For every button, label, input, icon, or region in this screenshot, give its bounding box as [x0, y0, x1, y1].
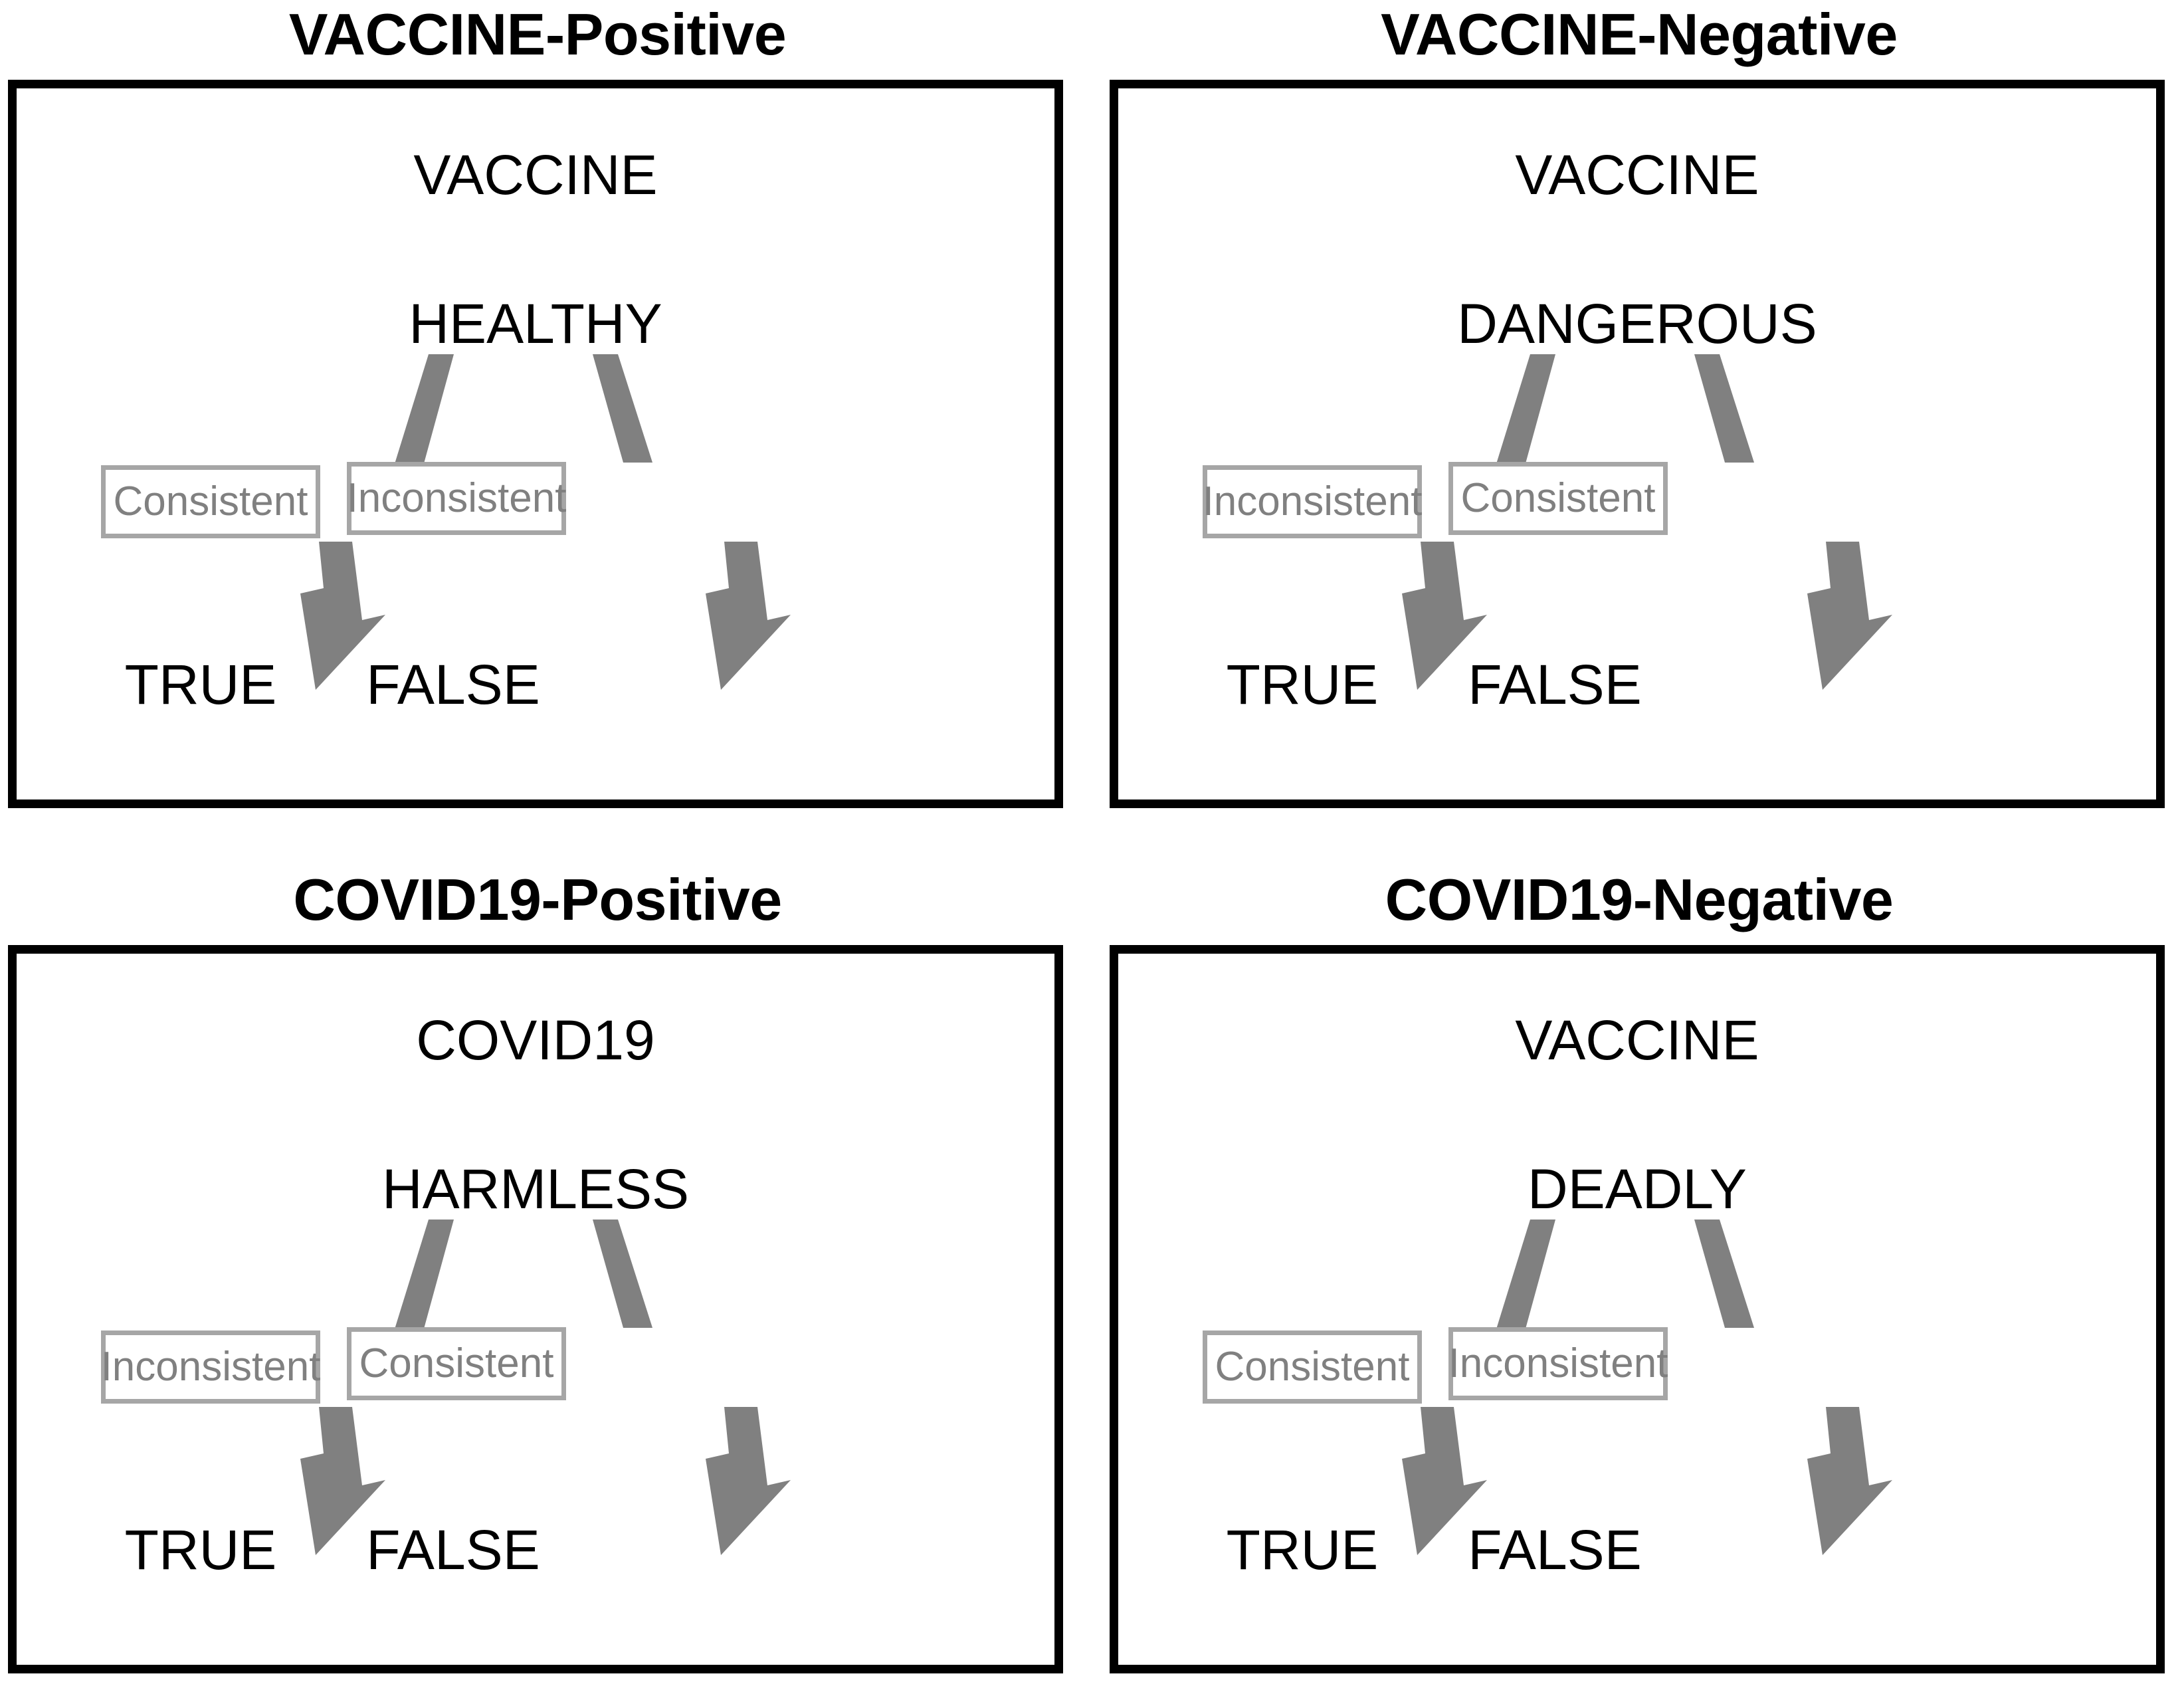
panel-title: VACCINE-Positive: [288, 1, 787, 67]
panel-inner: VACCINE DEADLY Consistent Inconsistent T…: [1118, 954, 2156, 1665]
verdict-box-right: Consistent: [347, 1327, 566, 1400]
outcome-label-right: FALSE: [1468, 1519, 1642, 1581]
verdict-box-left: Consistent: [1203, 1330, 1422, 1404]
attribute-label: HARMLESS: [381, 1158, 690, 1220]
panel-title: COVID19-Negative: [1385, 867, 1894, 932]
verdict-box-left-label: Inconsistent: [1202, 479, 1423, 524]
outcome-label-right: FALSE: [1468, 653, 1642, 716]
verdict-box-left: Consistent: [101, 465, 320, 538]
verdict-box-right-label: Consistent: [1460, 475, 1656, 521]
panel-title: VACCINE-Negative: [1381, 1, 1898, 67]
panel-inner: VACCINE DANGEROUS Inconsistent Consisten…: [1118, 88, 2156, 799]
verdict-box-right-label: Consistent: [359, 1340, 554, 1386]
attribute-label: HEALTHY: [409, 292, 662, 355]
panel-frame: VACCINE DEADLY Consistent Inconsistent T…: [1110, 945, 2165, 1673]
outcome-label-left: TRUE: [124, 653, 277, 716]
panel-vaccine-positive: VACCINE-Positive VACCINE HEALTHY Consist…: [0, 0, 1075, 824]
panel-inner: COVID19 HARMLESS Inconsistent Consistent…: [17, 954, 1054, 1665]
panel-covid19-negative: COVID19-Negative VACCINE DEADLY Consiste…: [1102, 865, 2177, 1689]
verdict-box-right: Inconsistent: [1448, 1327, 1668, 1400]
verdict-box-left-label: Consistent: [1215, 1344, 1410, 1390]
panel-frame: VACCINE HEALTHY Consistent Inconsiste: [8, 80, 1063, 808]
verdict-box-right: Consistent: [1448, 462, 1668, 535]
topic-label: VACCINE: [1515, 144, 1759, 206]
verdict-box-left-label: Consistent: [113, 479, 308, 524]
verdict-box-right: Inconsistent: [347, 462, 566, 535]
outcome-label-left: TRUE: [1226, 1519, 1379, 1581]
panel-frame: VACCINE DANGEROUS Inconsistent Consisten…: [1110, 80, 2165, 808]
verdict-box-right-label: Inconsistent: [1448, 1340, 1668, 1386]
panel-vaccine-negative: VACCINE-Negative VACCINE DANGEROUS Incon…: [1102, 0, 2177, 824]
attribute-label: DANGEROUS: [1457, 292, 1817, 355]
verdict-box-left-label: Inconsistent: [100, 1344, 321, 1390]
topic-label: COVID19: [416, 1009, 655, 1071]
attribute-label: DEADLY: [1528, 1158, 1747, 1220]
verdict-box-right-label: Inconsistent: [346, 475, 567, 521]
panel-covid19-positive: COVID19-Positive COVID19 HARMLESS Incons…: [0, 865, 1075, 1689]
panel-frame: COVID19 HARMLESS Inconsistent Consistent…: [8, 945, 1063, 1673]
panel-title: COVID19-Positive: [293, 867, 782, 932]
outcome-label-left: TRUE: [124, 1519, 277, 1581]
outcome-label-right: FALSE: [366, 1519, 540, 1581]
verdict-box-left: Inconsistent: [101, 1330, 320, 1404]
outcome-label-right: FALSE: [366, 653, 540, 716]
panel-inner: VACCINE HEALTHY Consistent Inconsiste: [17, 88, 1054, 799]
verdict-box-left: Inconsistent: [1203, 465, 1422, 538]
outcome-label-left: TRUE: [1226, 653, 1379, 716]
topic-label: VACCINE: [413, 144, 658, 206]
topic-label: VACCINE: [1515, 1009, 1759, 1071]
